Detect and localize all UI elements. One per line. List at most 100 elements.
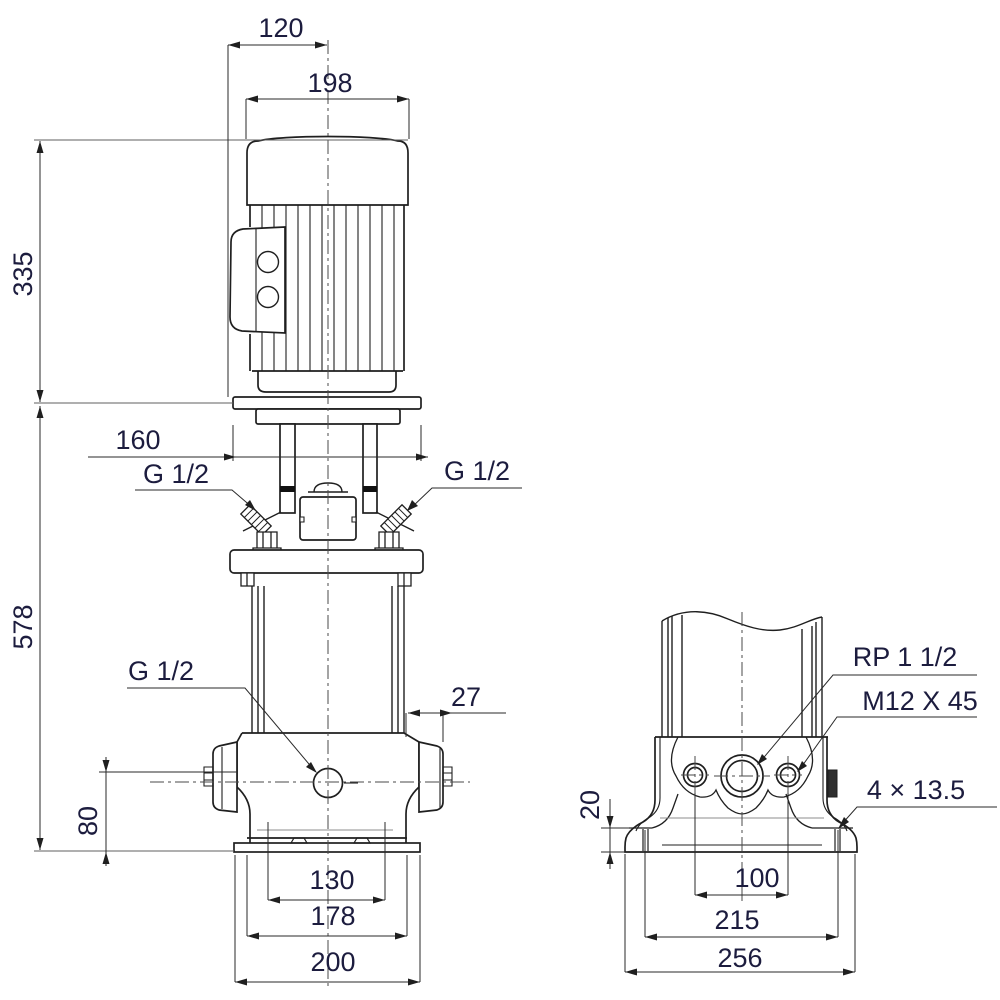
- dim-motor-width-label: 120: [258, 13, 303, 43]
- leader-line: [135, 489, 254, 509]
- dim-line: [99, 757, 238, 866]
- gauge-port-top-left-label: G 1/2: [143, 459, 209, 489]
- base-front-view: [624, 736, 858, 853]
- dim-port-offset: 27: [405, 682, 506, 742]
- dim-slot-spacing: 215: [644, 830, 839, 941]
- leader-arrow: [245, 500, 256, 511]
- dim-line: [405, 712, 506, 742]
- label-slot-spec: 4 × 13.5: [838, 775, 997, 829]
- leader-arrow: [757, 754, 767, 765]
- dim-foot-thickness-label: 20: [575, 790, 605, 820]
- dim-flange-width-label: 160: [115, 425, 160, 455]
- side-pin: [827, 769, 838, 798]
- pump-head: [229, 549, 424, 587]
- label-gauge-port-top-left: G 1/2: [135, 459, 256, 511]
- dim-motor-diameter: 198: [245, 68, 410, 139]
- dim-skirt-width: 178: [246, 855, 408, 940]
- dimensions: 120 198 335 578 160 G 1/2: [8, 13, 997, 986]
- motor-end-bell: [257, 371, 397, 393]
- dim-port-height-label: 80: [73, 806, 103, 836]
- terminal-box-outline: [229, 226, 286, 334]
- gauge-plug-right-threads: [383, 507, 409, 533]
- right-view: [624, 611, 858, 853]
- dim-line: [227, 44, 327, 397]
- leader-line: [127, 687, 315, 771]
- dim-line: [245, 98, 410, 139]
- dim-bolt-hole-spacing-label: 100: [734, 863, 779, 893]
- dim-line: [644, 830, 839, 938]
- staybolt-nuts: [240, 572, 412, 587]
- arrows: [268, 896, 385, 904]
- sleeve-break-wave: [661, 611, 823, 632]
- dim-line: [694, 793, 789, 896]
- base-inner-wall: [635, 737, 848, 832]
- arrows: [408, 709, 452, 717]
- bolt-spec-label: M12 X 45: [862, 686, 978, 716]
- cable-gland-bottom: [256, 285, 280, 309]
- dim-baseplate-width-label: 256: [717, 943, 762, 973]
- crosshairs-right-view: [681, 756, 802, 794]
- suction-port-left: [212, 740, 238, 813]
- leader-arrow: [797, 761, 807, 772]
- gauge-plug-left-threads: [243, 507, 269, 533]
- dim-pump-height-label: 578: [8, 604, 38, 649]
- leader-line: [840, 806, 997, 826]
- slot-spec-label: 4 × 13.5: [867, 775, 965, 805]
- dim-foot-hole-spacing: 130: [267, 822, 386, 904]
- leader-arrow: [306, 762, 317, 773]
- terminal-box: [229, 226, 286, 334]
- centerlines: [150, 40, 802, 990]
- dim-motor-diameter-label: 198: [307, 68, 352, 98]
- chamber-sleeve: [251, 586, 405, 733]
- coupling-screws: [299, 516, 357, 523]
- dim-motor-height-label: 335: [8, 251, 38, 296]
- motor-cap-outline: [246, 135, 409, 206]
- motor: [246, 135, 409, 393]
- coupling-post-right: [362, 423, 378, 514]
- dim-port-offset-label: 27: [451, 682, 481, 712]
- inlet-thread-label: RP 1 1/2: [853, 642, 958, 672]
- cable-gland-top: [256, 250, 280, 274]
- stool-plate-upper: [232, 396, 422, 410]
- leader-arrow: [407, 500, 418, 511]
- suction-port-left-details: [203, 747, 223, 809]
- dim-motor-height: 335: [8, 141, 44, 402]
- dim-line: [267, 822, 386, 901]
- sleeve-broken-section: [661, 611, 823, 737]
- dim-motor-width: 120: [227, 13, 327, 397]
- gauge-port-top-right-label: G 1/2: [444, 456, 510, 486]
- foot-slot-lines: [642, 829, 841, 851]
- dim-baseplate-width: 256: [624, 854, 856, 976]
- dim-pump-height: 578: [8, 406, 44, 850]
- motor-body-edges: [249, 205, 405, 372]
- dim-skirt-width-label: 178: [310, 901, 355, 931]
- dim-line: [246, 855, 408, 937]
- leader-line: [759, 674, 977, 763]
- arrows: [606, 816, 614, 864]
- dim-line: [234, 855, 421, 983]
- dim-base-width: 200: [234, 855, 421, 986]
- motor-stool-and-coupling: [232, 396, 422, 554]
- arrows: [228, 41, 327, 49]
- coupling-post-bands: [280, 486, 377, 492]
- leader-arrow: [838, 817, 849, 829]
- gauge-plug-left: [239, 503, 273, 537]
- discharge-port-right: [418, 740, 444, 813]
- dim-line: [624, 854, 856, 973]
- dim-slot-spacing-label: 215: [714, 905, 759, 935]
- baseplate: [233, 842, 421, 853]
- foot-slopes: [651, 793, 813, 829]
- sleeve-lines: [251, 586, 405, 733]
- label-inlet-thread: RP 1 1/2: [757, 642, 977, 765]
- dim-base-width-label: 200: [310, 947, 355, 977]
- coupling-post-left: [279, 423, 296, 514]
- dim-port-height: 80: [73, 757, 238, 866]
- dim-bolt-hole-spacing: 100: [694, 793, 789, 899]
- leader-line: [410, 487, 522, 509]
- dim-flange-width: 160: [88, 425, 428, 461]
- gauge-plug-right: [379, 503, 413, 537]
- foot-marks: [289, 837, 372, 844]
- discharge-port-right-details: [439, 747, 453, 809]
